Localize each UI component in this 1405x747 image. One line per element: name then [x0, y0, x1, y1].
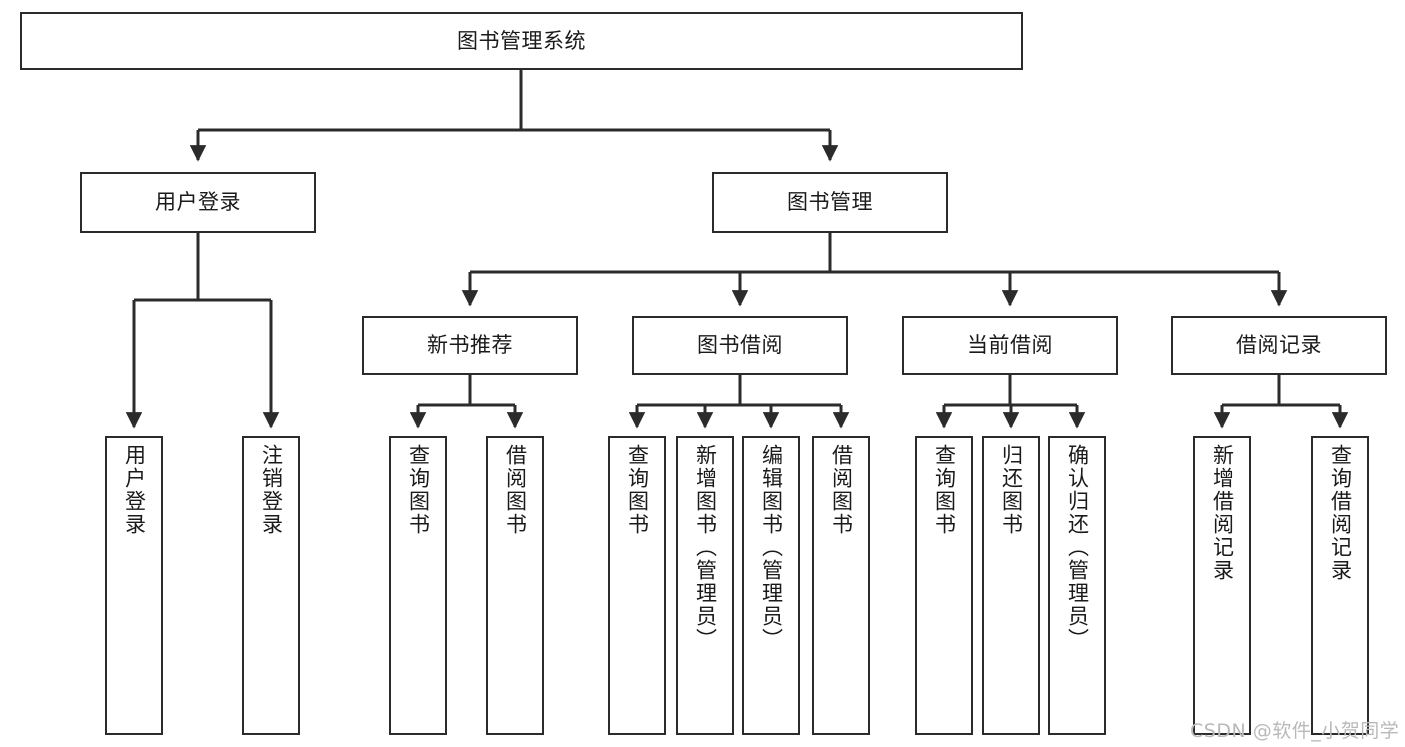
node-label: 图书管理 — [787, 190, 873, 215]
node-leaf-add-book[interactable]: 新增图书（管理员） — [676, 436, 734, 735]
node-leaf-query-book-1[interactable]: 查询图书 — [389, 436, 447, 735]
node-leaf-user-login[interactable]: 用户登录 — [105, 436, 163, 735]
node-label: 编辑图书（管理员） — [759, 444, 784, 651]
node-leaf-logout-login[interactable]: 注销登录 — [242, 436, 300, 735]
node-leaf-edit-book[interactable]: 编辑图书（管理员） — [742, 436, 800, 735]
node-label: 查询图书 — [932, 444, 957, 536]
node-label: 图书借阅 — [697, 333, 783, 358]
node-label: 新增图书（管理员） — [693, 444, 718, 651]
node-label: 查询借阅记录 — [1328, 444, 1353, 582]
node-leaf-borrow-book-1[interactable]: 借阅图书 — [486, 436, 544, 735]
node-user-login[interactable]: 用户登录 — [80, 172, 316, 233]
node-book-borrow[interactable]: 图书借阅 — [632, 316, 848, 375]
csdn-watermark: CSDN @软件_小贺同学 — [1190, 720, 1400, 742]
node-label: 确认归还（管理员） — [1065, 444, 1090, 651]
node-leaf-confirm-return[interactable]: 确认归还（管理员） — [1048, 436, 1106, 735]
node-label: 新书推荐 — [427, 333, 513, 358]
node-label: 用户登录 — [155, 190, 241, 215]
node-label: 当前借阅 — [967, 333, 1053, 358]
node-label: 注销登录 — [259, 444, 284, 536]
node-label: 归还图书 — [999, 444, 1024, 536]
node-label: 用户登录 — [122, 444, 147, 536]
node-book-management[interactable]: 图书管理 — [712, 172, 948, 233]
node-leaf-add-record[interactable]: 新增借阅记录 — [1193, 436, 1251, 735]
node-current-borrow[interactable]: 当前借阅 — [902, 316, 1118, 375]
node-leaf-query-book-3[interactable]: 查询图书 — [915, 436, 973, 735]
node-leaf-return-book[interactable]: 归还图书 — [982, 436, 1040, 735]
node-leaf-query-book-2[interactable]: 查询图书 — [608, 436, 666, 735]
node-label: 借阅记录 — [1236, 333, 1322, 358]
node-borrow-record[interactable]: 借阅记录 — [1171, 316, 1387, 375]
node-leaf-borrow-book-2[interactable]: 借阅图书 — [812, 436, 870, 735]
node-new-book-recommend[interactable]: 新书推荐 — [362, 316, 578, 375]
node-label: 借阅图书 — [829, 444, 854, 536]
node-label: 借阅图书 — [503, 444, 528, 536]
node-root-book-management-system[interactable]: 图书管理系统 — [20, 12, 1023, 70]
node-label: 查询图书 — [625, 444, 650, 536]
node-leaf-query-record[interactable]: 查询借阅记录 — [1311, 436, 1369, 735]
node-label: 查询图书 — [406, 444, 431, 536]
node-label: 新增借阅记录 — [1210, 444, 1235, 582]
node-label: 图书管理系统 — [457, 28, 586, 53]
